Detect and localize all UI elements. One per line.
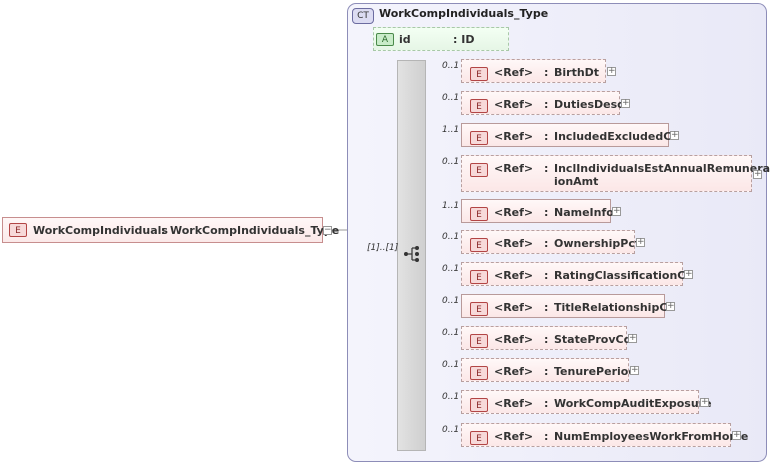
expand-icon[interactable]: + (753, 168, 762, 179)
expand-icon[interactable]: + (630, 365, 639, 375)
element-ref: <Ref> (494, 269, 534, 282)
element-tag: E (470, 270, 488, 284)
element-occurrence: 0..1 (442, 93, 460, 103)
expand-icon[interactable]: + (621, 98, 630, 108)
element-tag: E (470, 431, 488, 445)
element-tag: E (470, 207, 488, 221)
element-separator: : (544, 206, 549, 219)
element-name: DutiesDesc (554, 98, 624, 111)
element-work-comp-audit-exposure[interactable]: E <Ref>: WorkCompAuditExposure (461, 390, 712, 414)
collapse-icon[interactable]: − (323, 225, 332, 235)
element-name: NumEmployeesWorkFromHome (554, 430, 749, 443)
element-separator: : (544, 98, 549, 111)
expand-icon[interactable]: + (700, 397, 709, 407)
element-num-employees-work-from-home[interactable]: E <Ref>: NumEmployeesWorkFromHome (461, 423, 748, 447)
element-ref: <Ref> (494, 66, 534, 79)
expand-icon[interactable]: + (670, 130, 679, 140)
element-occurrence: 0..1 (442, 61, 460, 71)
element-occurrence: 0..1 (442, 157, 460, 167)
element-tag: E (470, 131, 488, 145)
root-element-name: WorkCompIndividuals (33, 224, 168, 237)
element-occurrence: 0..1 (442, 232, 460, 242)
element-occurrence: 1..1 (442, 125, 460, 135)
expand-icon[interactable]: + (607, 66, 616, 76)
element-tag: E (9, 223, 27, 237)
element-name: RatingClassificationCd (554, 269, 694, 282)
element-ref: <Ref> (494, 98, 534, 111)
element-name: OwnershipPct (554, 237, 641, 250)
element-occurrence: 0..1 (442, 360, 460, 370)
attribute-tag: A (376, 33, 394, 46)
element-ownership-pct[interactable]: E <Ref>: OwnershipPct (461, 230, 640, 254)
expand-icon[interactable]: + (612, 206, 621, 216)
element-occurrence: 0..1 (442, 296, 460, 306)
element-name: InclIndividualsEstAnnualRemunerat ionAmt (554, 162, 770, 188)
element-birth-dt[interactable]: E <Ref>: BirthDt (461, 59, 606, 83)
element-separator: : (544, 397, 549, 410)
element-separator: : (544, 301, 549, 314)
element-tag: E (470, 163, 488, 177)
element-ref: <Ref> (494, 430, 534, 443)
element-occurrence: 0..1 (442, 392, 460, 402)
element-ref: <Ref> (494, 206, 534, 219)
element-state-prov-cd[interactable]: E <Ref>: StateProvCd (461, 326, 631, 350)
element-ref: <Ref> (494, 130, 534, 143)
element-tag: E (470, 398, 488, 412)
element-name: TitleRelationshipCd (554, 301, 676, 314)
element-ref: <Ref> (494, 301, 534, 314)
attribute-type: : ID (453, 33, 475, 46)
element-tenure-period[interactable]: E <Ref>: TenurePeriod (461, 358, 636, 382)
element-ref: <Ref> (494, 162, 534, 175)
element-separator: : (544, 269, 549, 282)
element-name: TenurePeriod (554, 365, 637, 378)
element-tag: E (470, 334, 488, 348)
element-included-excluded-cd[interactable]: E <Ref>: IncludedExcludedCd (461, 123, 679, 147)
attribute-name: id (399, 33, 411, 46)
element-tag: E (470, 67, 488, 81)
element-separator: : (544, 430, 549, 443)
element-ref: <Ref> (494, 397, 534, 410)
element-occurrence: 0..1 (442, 264, 460, 274)
element-separator: : (544, 365, 549, 378)
element-tag: E (470, 99, 488, 113)
element-incl-individuals-est-annual-remuneration-amt[interactable]: E <Ref>: InclIndividualsEstAnnualRemunerat… (461, 155, 770, 192)
root-element-type: WorkCompIndividuals_Type (170, 224, 340, 237)
root-element[interactable]: E WorkCompIndividuals : WorkCompIndividu… (2, 217, 339, 243)
element-tag: E (470, 366, 488, 380)
element-name: BirthDt (554, 66, 600, 79)
sequence-occurrence: [1]..[1] (367, 243, 399, 253)
element-tag: E (470, 238, 488, 252)
element-name: IncludedExcludedCd (554, 130, 680, 143)
element-occurrence: 0..1 (442, 425, 460, 435)
element-rating-classification-cd[interactable]: E <Ref>: RatingClassificationCd (461, 262, 693, 286)
element-ref: <Ref> (494, 365, 534, 378)
element-separator: : (544, 66, 549, 79)
element-ref: <Ref> (494, 237, 534, 250)
attribute-id[interactable]: A id : ID (373, 27, 509, 51)
expand-icon[interactable]: + (628, 333, 637, 343)
expand-icon[interactable]: + (732, 430, 741, 440)
sequence-icon (404, 246, 419, 262)
expand-icon[interactable]: + (684, 269, 693, 279)
element-separator: : (544, 333, 549, 346)
element-title-relationship-cd[interactable]: E <Ref>: TitleRelationshipCd (461, 294, 675, 318)
element-name-info[interactable]: E <Ref>: NameInfo (461, 199, 614, 223)
element-name: StateProvCd (554, 333, 632, 346)
element-ref: <Ref> (494, 333, 534, 346)
expand-icon[interactable]: + (666, 301, 675, 311)
element-separator: : (544, 130, 549, 143)
element-name: WorkCompAuditExposure (554, 397, 712, 410)
element-separator: : (544, 162, 549, 175)
element-occurrence: 1..1 (442, 201, 460, 211)
root-element-separator: : (161, 224, 166, 237)
element-name: NameInfo (554, 206, 614, 219)
element-tag: E (470, 302, 488, 316)
expand-icon[interactable]: + (636, 237, 645, 247)
complex-type-title: WorkCompIndividuals_Type (379, 7, 549, 20)
element-occurrence: 0..1 (442, 328, 460, 338)
element-duties-desc[interactable]: E <Ref>: DutiesDesc (461, 91, 624, 115)
element-separator: : (544, 237, 549, 250)
complex-type-tag: CT (352, 8, 374, 24)
